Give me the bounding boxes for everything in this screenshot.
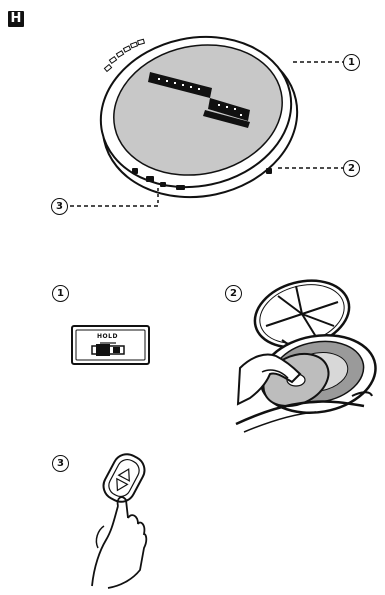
step-2-number: 2 bbox=[225, 285, 242, 302]
step-1-number: 1 bbox=[52, 285, 69, 302]
callout-3: 3 bbox=[51, 198, 68, 215]
hold-switch-label: HOLD bbox=[97, 333, 118, 340]
cd-player-illustration bbox=[70, 35, 343, 207]
open-lid-insert-disc-illustration bbox=[235, 279, 377, 433]
step-3-number: 3 bbox=[52, 455, 69, 472]
callout-2: 2 bbox=[343, 160, 360, 177]
hold-switch-illustration bbox=[71, 325, 150, 365]
section-badge: H bbox=[8, 11, 24, 27]
remote-control-in-hand-illustration bbox=[91, 453, 148, 589]
callout-1: 1 bbox=[343, 54, 360, 71]
